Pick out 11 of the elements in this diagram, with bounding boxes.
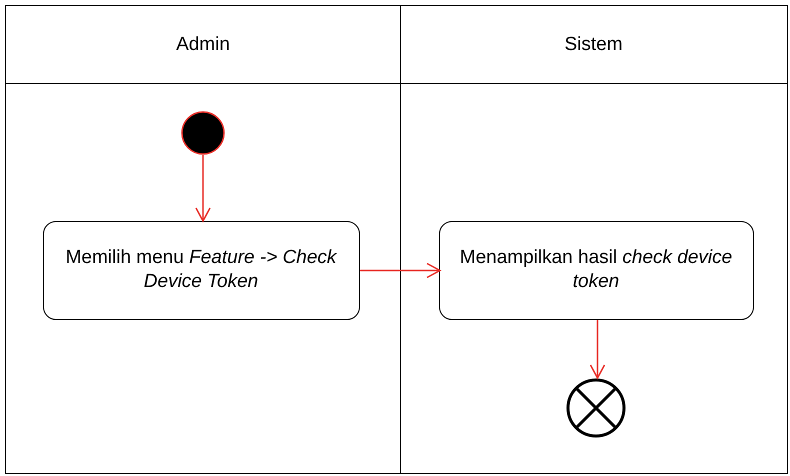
arrow: [590, 320, 606, 379]
arrow: [195, 155, 211, 222]
lane-title: Admin: [176, 34, 230, 56]
action-box: [438, 220, 754, 320]
swimlane: [5, 5, 401, 474]
arrow: [360, 262, 441, 278]
action-text: Memilih menu Feature -> Check Device Token: [64, 246, 338, 294]
action-text: Menampilkan hasil check device token: [458, 246, 734, 294]
lane-title: Sistem: [564, 34, 623, 56]
swimlane: [400, 5, 788, 474]
action-box: [42, 220, 360, 320]
